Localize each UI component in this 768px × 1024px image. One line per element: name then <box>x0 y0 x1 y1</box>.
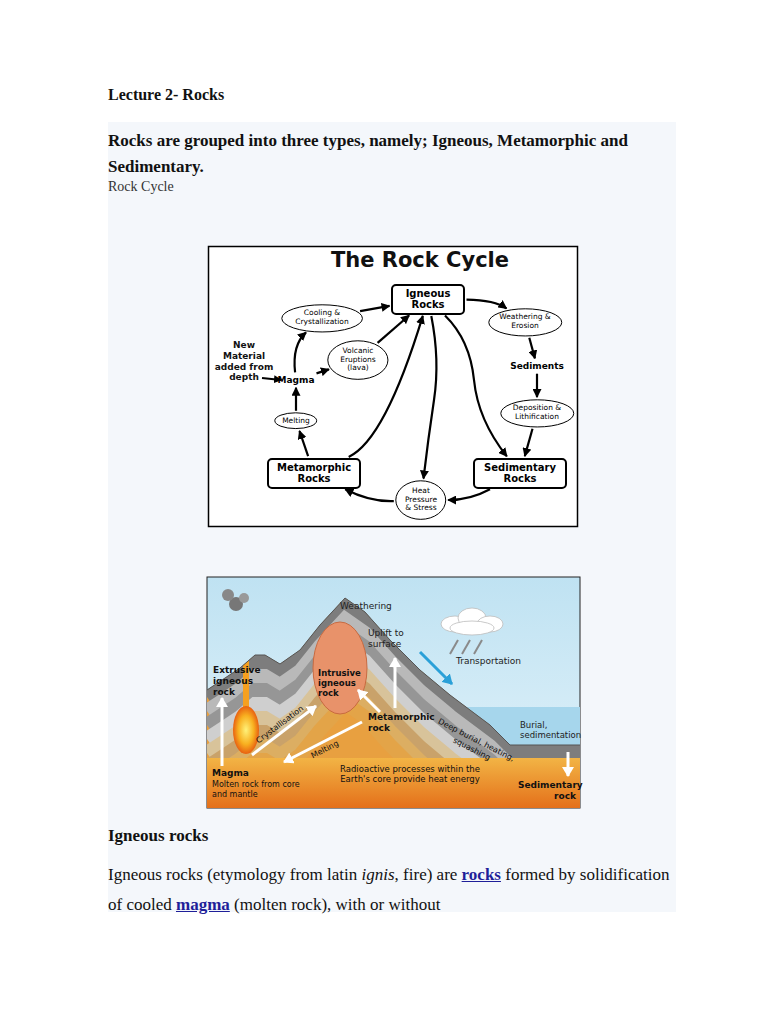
text-label: Crystallisation <box>248 699 311 750</box>
node-text-group: Sedimentary Rocks <box>480 462 560 485</box>
text-label: Melting <box>301 734 350 765</box>
cycle-arrow <box>467 300 507 309</box>
cycle-arrow <box>345 489 394 501</box>
cycle-arrow <box>349 316 423 457</box>
italic-term: ignis <box>362 865 395 884</box>
node-text: Weathering & Erosion <box>499 313 551 330</box>
cycle-arrow <box>529 338 535 359</box>
text-label: Transportation <box>456 656 536 667</box>
text-label: Weathering <box>340 601 404 612</box>
node-text: Deposition & Lithification <box>511 404 563 421</box>
text-label: Burial, sedimentation <box>520 720 578 740</box>
node-text: Sediments <box>510 361 564 371</box>
paragraph: Igneous rocks (etymology from latin igni… <box>108 860 676 920</box>
stage-label-node: Magma <box>276 374 317 386</box>
process-ellipse: Melting <box>274 412 317 429</box>
node-text-group: Cooling & Crystallization <box>293 309 351 326</box>
text-label: Sedimentary rock <box>518 780 576 802</box>
rock-box: Sedimentary Rocks <box>473 458 567 489</box>
node-text: Metamorphic Rocks <box>274 462 354 485</box>
node-text: Cooling & Crystallization <box>293 309 351 326</box>
node-text-group: Deposition & Lithification <box>511 404 563 421</box>
link-text: rocks <box>462 865 501 884</box>
link-text: magma <box>176 895 230 914</box>
node-text-group: Weathering & Erosion <box>499 313 551 330</box>
cycle-arrow <box>295 388 297 411</box>
cycle-arrow <box>360 306 389 311</box>
text-label: New Material added from depth <box>212 340 276 383</box>
node-text: Sedimentary Rocks <box>480 462 560 485</box>
text-label: Intrusive igneous rock <box>318 668 364 699</box>
text-label: Metamorphic rock <box>368 712 438 734</box>
paragraph-text: Igneous rocks (etymology from latin <box>108 865 357 884</box>
node-text-group: Metamorphic Rocks <box>274 462 354 485</box>
page-title: Lecture 2- Rocks <box>108 86 224 104</box>
node-text: Igneous Rocks <box>398 288 458 311</box>
cycle-arrow <box>424 316 437 479</box>
cycle-arrow <box>295 332 306 372</box>
text-label: Molten rock from core and mantle <box>212 780 312 799</box>
node-text-group: Sediments <box>510 361 564 371</box>
text-label: Radioactive processes within the Earth's… <box>335 764 485 784</box>
rock-box: Igneous Rocks <box>391 284 465 315</box>
text-label: Rock Cycle <box>108 179 308 196</box>
process-ellipse: Deposition & Lithification <box>500 399 575 428</box>
node-text: Melting <box>282 417 310 426</box>
text-label: Magma <box>212 768 272 779</box>
node-text: Magma <box>278 375 315 385</box>
paragraph-text: (molten rock), with or without <box>234 895 440 914</box>
cycle-arrow <box>378 316 410 343</box>
process-ellipse: Volcanic Eruptions (lava) <box>327 340 389 380</box>
node-text: Volcanic Eruptions (lava) <box>337 347 379 373</box>
node-text-group: Magma <box>278 375 315 385</box>
cycle-arrow <box>300 431 309 456</box>
cycle-arrow <box>317 369 329 373</box>
paragraph-text: , fire) are <box>395 865 458 884</box>
node-text: Heat Pressure & Stress <box>404 487 438 513</box>
rock-box: Metamorphic Rocks <box>267 458 361 489</box>
cycle-arrow <box>445 316 507 457</box>
process-ellipse: Heat Pressure & Stress <box>395 480 447 520</box>
cycle-arrow <box>448 489 490 500</box>
text-label: The Rock Cycle <box>290 248 550 273</box>
stage-label-node: Sediments <box>508 360 566 372</box>
node-text-group: Melting <box>282 417 310 426</box>
node-text-group: Volcanic Eruptions (lava) <box>337 347 379 373</box>
node-text-group: Igneous Rocks <box>398 288 458 311</box>
text-label: Rocks are grouped into three types, name… <box>108 128 673 181</box>
section-heading: Igneous rocks <box>108 826 408 846</box>
process-ellipse: Cooling & Crystallization <box>281 304 363 333</box>
text-label: Extrusive igneous rock <box>213 665 275 697</box>
cycle-arrow <box>525 429 533 456</box>
cycle-arrow <box>536 374 538 397</box>
text-label: Uplift to surface <box>368 628 420 650</box>
node-text-group: Heat Pressure & Stress <box>404 487 438 513</box>
process-ellipse: Weathering & Erosion <box>488 308 563 337</box>
